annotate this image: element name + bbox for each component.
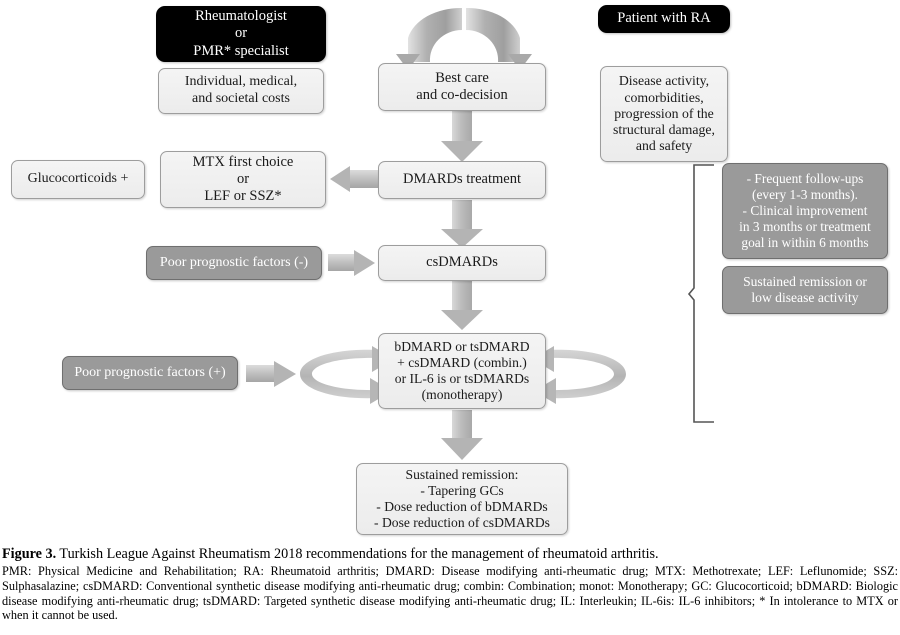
node-dmards-treatment-label: DMARDs treatment [403,171,521,188]
arrow-csdmards-to-bdmard [441,281,483,330]
node-csdmards[interactable]: csDMARDs [378,245,546,281]
arrow-dmards-to-mtx [330,166,380,192]
node-rheumatologist-label: Rheumatologist or PMR* specialist [193,8,289,59]
arched-arrow-left [396,7,462,70]
node-sustained-remission[interactable]: Sustained remission or low disease activ… [722,266,888,314]
node-followups-label: - Frequent follow-ups (every 1-3 months)… [739,171,871,250]
figure-title-text: Turkish League Against Rheumatism 2018 r… [56,546,659,562]
node-best-care-label: Best care and co-decision [416,69,508,103]
node-poor-prognostic-negative-label: Poor prognostic factors (-) [159,254,309,270]
node-costs[interactable]: Individual, medical, and societal costs [158,68,324,114]
node-csdmards-label: csDMARDs [426,254,498,271]
node-poor-prognostic-positive[interactable]: Poor prognostic factors (+) [62,356,238,390]
node-bdmard[interactable]: bDMARD or tsDMARD + csDMARD (combin.) or… [378,333,546,409]
arrow-bdmard-to-sustained [441,410,483,460]
figure-caption-title: Figure 3. Turkish League Against Rheumat… [2,546,898,563]
node-patient-with-ra[interactable]: Patient with RA [598,5,730,33]
node-patient-with-ra-label: Patient with RA [617,10,711,27]
loop-arrow-right [532,346,626,404]
node-sustained-remission-bottom[interactable]: Sustained remission: - Tapering GCs - Do… [356,463,568,535]
monitoring-bracket [687,164,714,423]
node-costs-label: Individual, medical, and societal costs [184,74,298,106]
arrow-poorpos-to-bdmard [246,361,296,387]
node-poor-prognostic-positive-label: Poor prognostic factors (+) [74,364,226,380]
node-dmards-treatment[interactable]: DMARDs treatment [378,161,546,199]
node-mtx-label: MTX first choice or LEF or SSZ* [192,153,294,205]
node-sustained-remission-bottom-label: Sustained remission: - Tapering GCs - Do… [374,466,550,531]
node-disease-activity[interactable]: Disease activity, comorbidities, progres… [600,66,728,162]
node-glucocorticoids[interactable]: Glucocorticoids + [11,160,145,199]
node-bdmard-label: bDMARD or tsDMARD + csDMARD (combin.) or… [394,338,530,403]
node-glucocorticoids-label: Glucocorticoids + [27,171,129,187]
node-poor-prognostic-negative[interactable]: Poor prognostic factors (-) [146,246,322,280]
arrow-bestcare-to-dmards [441,110,483,162]
node-sustained-remission-label: Sustained remission or low disease activ… [743,273,867,305]
figure-caption: Figure 3. Turkish League Against Rheumat… [0,546,900,623]
figure-abbreviations: PMR: Physical Medicine and Rehabilitatio… [2,564,898,623]
arched-arrow-right [466,7,532,70]
node-mtx[interactable]: MTX first choice or LEF or SSZ* [160,151,326,208]
node-disease-activity-label: Disease activity, comorbidities, progres… [613,73,715,154]
node-followups[interactable]: - Frequent follow-ups (every 1-3 months)… [722,163,888,259]
arrow-poorneg-to-csdmards [328,250,375,276]
flowchart-diagram: Rheumatologist or PMR* specialist Indivi… [11,5,888,535]
node-rheumatologist[interactable]: Rheumatologist or PMR* specialist [156,6,326,62]
arrow-dmards-to-csdmards [441,200,483,248]
node-best-care[interactable]: Best care and co-decision [378,63,546,111]
figure-number: Figure 3. [2,546,57,562]
